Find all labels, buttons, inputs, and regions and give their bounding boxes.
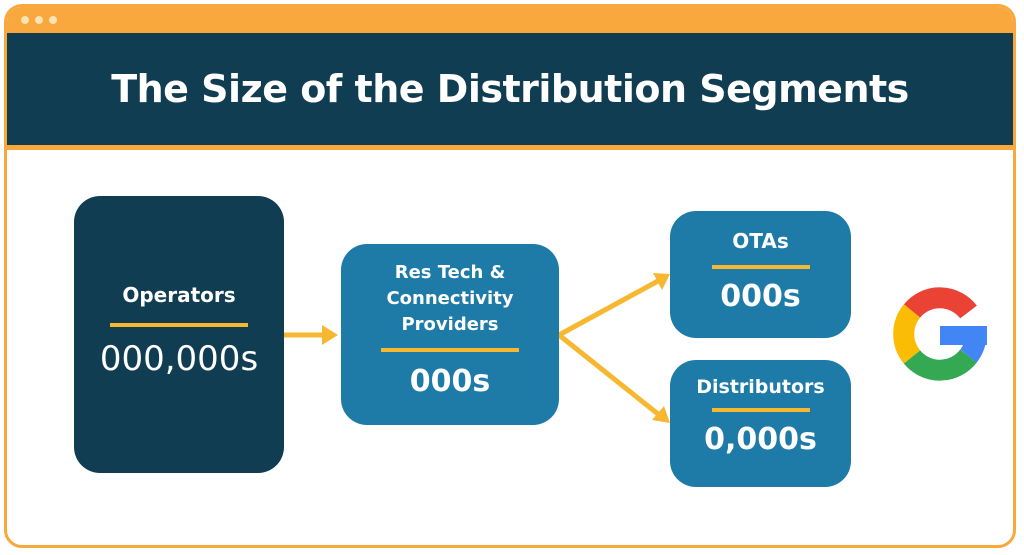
distributors-box: Distributors 0,000s	[670, 360, 851, 487]
window-dot-icon	[21, 16, 29, 24]
arrowhead-icon	[322, 325, 338, 345]
otas-label: OTAs	[732, 229, 789, 253]
divider	[381, 348, 519, 352]
operators-value: 000,000s	[99, 338, 259, 379]
divider	[110, 322, 248, 327]
header-banner: The Size of the Distribution Segments	[7, 33, 1013, 150]
res-tech-box: Res Tech & Connectivity Providers 000s	[341, 244, 559, 425]
otas-value: 000s	[720, 279, 801, 314]
distributors-value: 0,000s	[704, 422, 817, 457]
window-title-bar	[7, 7, 1013, 33]
res-tech-value: 000s	[409, 364, 491, 399]
arrowhead-icon	[653, 273, 670, 290]
arrowhead-icon	[652, 406, 670, 423]
page-title: The Size of the Distribution Segments	[111, 67, 909, 111]
window-dot-icon	[35, 16, 43, 24]
res-tech-label: Res Tech & Connectivity Providers	[386, 262, 514, 335]
divider	[711, 265, 810, 269]
arrow-line	[556, 278, 661, 338]
distributors-label: Distributors	[696, 376, 825, 398]
divider	[711, 408, 810, 412]
otas-box: OTAs 000s	[670, 211, 851, 338]
window-dot-icon	[49, 16, 57, 24]
arrow-line	[556, 332, 661, 417]
google-logo-icon	[893, 287, 987, 381]
operators-box: Operators 000,000s	[74, 196, 284, 473]
operators-label: Operators	[122, 282, 236, 307]
